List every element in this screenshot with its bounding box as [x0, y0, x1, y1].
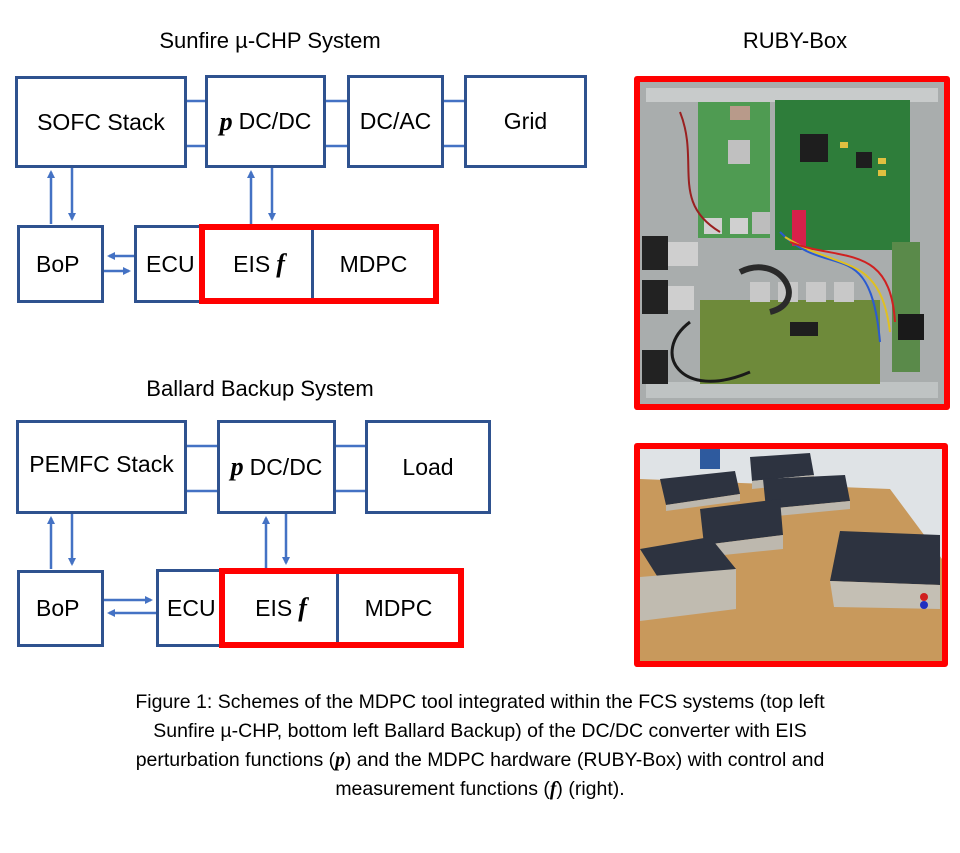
devices-illustration: [640, 449, 942, 661]
caption-line-2: Sunfire µ-CHP, bottom left Ballard Backu…: [153, 720, 807, 742]
caption-line-4: measurement functions (f) (right).: [40, 775, 920, 804]
top-eis-label: EIS: [233, 250, 271, 277]
bottom-ecu-label: ECU: [167, 594, 216, 621]
caption-f-symbol: f: [549, 779, 557, 800]
top-eis-mdpc-divider: [311, 230, 314, 298]
top-diagram-title: Sunfire µ-CHP System: [159, 28, 381, 53]
load-label: Load: [402, 453, 454, 480]
function-symbol: f: [298, 593, 307, 622]
caption-line-1: Figure 1: Schemes of the MDPC tool integ…: [135, 691, 825, 713]
bottom-mdpc-label: MDPC: [364, 594, 433, 621]
figure-caption: Figure 1: Schemes of the MDPC tool integ…: [40, 688, 920, 804]
bottom-eis-label: EIS: [255, 594, 293, 621]
circuit-board-illustration: [640, 82, 944, 404]
grid-box: Grid: [464, 75, 587, 168]
sofc-stack-box: SOFC Stack: [15, 76, 187, 168]
perturbation-symbol: p: [219, 106, 233, 136]
bottom-diagram-title: Ballard Backup System: [146, 376, 374, 401]
pemfc-stack-label: PEMFC Stack: [29, 451, 174, 477]
top-bop-label: BoP: [36, 250, 80, 277]
ruby-box-title: RUBY-Box: [742, 28, 848, 53]
dcac-box: DC/AC: [347, 75, 444, 168]
bottom-bop-box: BoP: [17, 570, 104, 647]
load-box: Load: [365, 420, 491, 514]
function-symbol: f: [276, 249, 285, 278]
caption-line-3: perturbation functions (p) and the MDPC …: [40, 746, 920, 775]
bottom-bop-label: BoP: [36, 595, 80, 621]
top-ecu-label: ECU: [146, 250, 195, 277]
pemfc-stack-box: PEMFC Stack: [16, 420, 187, 514]
bottom-mdpc-cell: MDPC: [339, 574, 458, 642]
caption-line-4-start: measurement functions (: [335, 778, 550, 800]
dcac-label: DC/AC: [359, 108, 432, 134]
perturbation-symbol: p: [230, 452, 244, 481]
grid-label: Grid: [503, 108, 548, 134]
top-mdpc-label: MDPC: [339, 250, 408, 277]
caption-line-3-end: ) and the MDPC hardware (RUBY-Box) with …: [344, 749, 825, 771]
top-mdpc-cell: MDPC: [314, 230, 433, 298]
caption-line-3-start: perturbation functions (: [135, 749, 336, 771]
bottom-dcdc-label: DC/DC: [249, 453, 323, 480]
top-dcdc-label: DC/DC: [238, 108, 312, 134]
top-bop-box: BoP: [17, 225, 104, 303]
sofc-stack-label: SOFC Stack: [37, 108, 165, 135]
caption-p-symbol: p: [335, 750, 345, 771]
bottom-eis-mdpc-divider: [336, 574, 339, 642]
caption-line-4-end: ) (right).: [556, 778, 625, 800]
ruby-box-internal-photo: [634, 76, 950, 410]
ruby-box-devices-photo: [634, 443, 948, 667]
